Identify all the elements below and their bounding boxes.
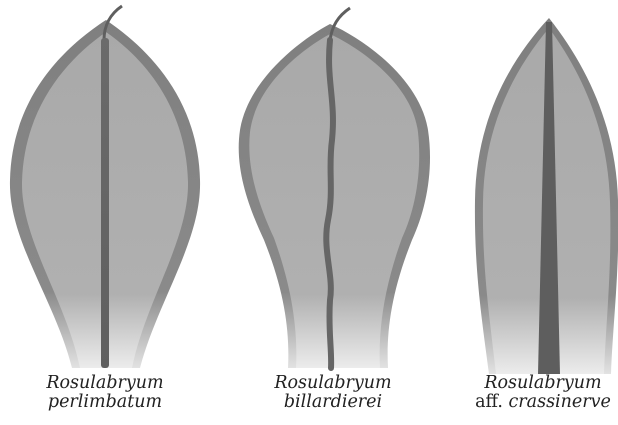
- caption-species: crassinerve: [508, 392, 610, 412]
- leaf-crassinerve: [475, 18, 618, 374]
- leaf-lamina: [249, 34, 419, 368]
- caption-species: billardierei: [284, 392, 382, 412]
- caption-prefix: aff.: [475, 392, 508, 412]
- caption-perlimbatum: Rosulabryum perlimbatum: [30, 374, 180, 412]
- caption-species-line: perlimbatum: [30, 393, 180, 412]
- caption-genus: Rosulabryum: [468, 374, 618, 393]
- costa: [101, 38, 109, 368]
- caption-species-line: aff. crassinerve: [468, 393, 618, 412]
- caption-species-line: billardierei: [258, 393, 408, 412]
- leaf-billardierei: [239, 8, 430, 368]
- caption-genus: Rosulabryum: [30, 374, 180, 393]
- caption-crassinerve: Rosulabryum aff. crassinerve: [468, 374, 618, 412]
- caption-species: perlimbatum: [48, 392, 162, 412]
- leaf-perlimbatum: [10, 6, 200, 368]
- caption-billardierei: Rosulabryum billardierei: [258, 374, 408, 412]
- caption-genus: Rosulabryum: [258, 374, 408, 393]
